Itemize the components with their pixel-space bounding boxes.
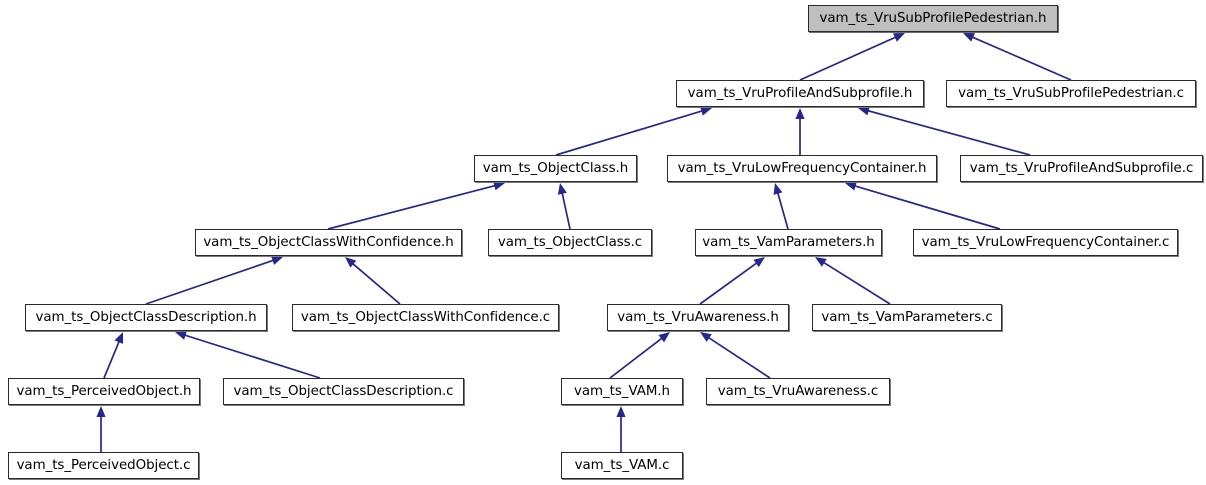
graph-node-label: vam_ts_PerceivedObject.c: [16, 457, 191, 473]
graph-node-vam-ts-perceivedobject-h[interactable]: vam_ts_PerceivedObject.h: [8, 378, 200, 405]
arrowhead-icon: [773, 183, 783, 195]
arrowhead-icon: [271, 256, 283, 265]
graph-edge-n14-to-n10: [103, 332, 124, 379]
arrowhead-icon: [795, 108, 805, 119]
graph-node-vam-ts-vamparameters-h[interactable]: vam_ts_VamParameters.h: [695, 229, 882, 256]
graph-node-vam-ts-vrusubprofilepedestrian-c[interactable]: vam_ts_VruSubProfilePedestrian.c: [946, 80, 1196, 107]
graph-node-vam-ts-objectclasswithconfidence-c[interactable]: vam_ts_ObjectClassWithConfidence.c: [292, 304, 559, 331]
arrowhead-icon: [700, 332, 712, 342]
arrowhead-icon: [616, 406, 626, 417]
graph-node-vam-ts-vam-h[interactable]: vam_ts_VAM.h: [561, 378, 683, 405]
arrowhead-icon: [96, 406, 106, 417]
graph-node-label: vam_ts_VruLowFrequencyContainer.h: [677, 160, 927, 176]
arrowhead-icon: [858, 106, 870, 116]
arrowhead-icon: [493, 181, 505, 191]
graph-node-label: vam_ts_ObjectClassWithConfidence.c: [300, 309, 551, 325]
graph-edge-n9-to-n4: [845, 181, 1001, 230]
arrowhead-icon: [658, 332, 670, 343]
graph-node-label: vam_ts_ObjectClass.h: [482, 160, 629, 176]
graph-edge-n13-to-n8: [815, 257, 891, 305]
graph-edge-n12-to-n8: [699, 257, 765, 305]
graph-node-label: vam_ts_ObjectClassDescription.c: [233, 383, 454, 399]
graph-edge-n11-to-n6: [345, 257, 401, 305]
graph-node-vam-ts-objectclassdescription-c[interactable]: vam_ts_ObjectClassDescription.c: [223, 378, 464, 405]
graph-edge-n5-to-n1: [858, 106, 1031, 156]
graph-edge-n8-to-n4: [773, 183, 789, 230]
graph-node-vam-ts-objectclass-c[interactable]: vam_ts_ObjectClass.c: [488, 229, 652, 256]
graph-edge-n15-to-n10: [175, 330, 321, 379]
graph-node-label: vam_ts_VamParameters.c: [821, 309, 993, 325]
graph-edge-n4-to-n1: [795, 108, 805, 155]
graph-edge-n18-to-n14: [96, 406, 106, 452]
graph-node-vam-ts-vruprofileandsubprofile-h[interactable]: vam_ts_VruProfileAndSubprofile.h: [676, 80, 924, 107]
graph-node-label: vam_ts_VAM.h: [574, 383, 670, 399]
arrowhead-icon: [753, 257, 765, 268]
arrowhead-icon: [345, 257, 357, 268]
arrowhead-icon: [845, 181, 857, 191]
graph-node-vam-ts-vrulowfrequencycontainer-c[interactable]: vam_ts_VruLowFrequencyContainer.c: [913, 229, 1178, 256]
graph-node-label: vam_ts_VAM.c: [574, 457, 670, 473]
graph-node-label: vam_ts_VruSubProfilePedestrian.c: [958, 85, 1184, 101]
graph-node-vam-ts-vruprofileandsubprofile-c[interactable]: vam_ts_VruProfileAndSubprofile.c: [960, 155, 1203, 182]
graph-node-label: vam_ts_VamParameters.h: [702, 234, 875, 250]
graph-node-label: vam_ts_ObjectClass.c: [497, 234, 643, 250]
graph-node-vam-ts-vruawareness-c[interactable]: vam_ts_VruAwareness.c: [706, 378, 890, 405]
graph-edge-n17-to-n12: [700, 332, 771, 379]
graph-node-vam-ts-vam-c[interactable]: vam_ts_VAM.c: [561, 452, 683, 479]
graph-edge-n6-to-n3: [327, 181, 505, 230]
graph-edge-n16-to-n12: [609, 332, 670, 379]
graph-node-vam-ts-vrulowfrequencycontainer-h[interactable]: vam_ts_VruLowFrequencyContainer.h: [667, 155, 937, 182]
graph-node-vam-ts-objectclassdescription-h[interactable]: vam_ts_ObjectClassDescription.h: [25, 304, 267, 331]
arrowhead-icon: [963, 33, 975, 42]
graph-edge-n10-to-n6: [145, 256, 283, 305]
graph-node-vam-ts-vruawareness-h[interactable]: vam_ts_VruAwareness.h: [607, 304, 789, 331]
arrowhead-icon: [114, 332, 124, 344]
graph-edge-n7-to-n3: [557, 183, 571, 230]
arrowhead-icon: [175, 330, 187, 340]
graph-node-label: vam_ts_ObjectClassWithConfidence.h: [203, 234, 454, 250]
graph-edge-n3-to-n1: [555, 106, 712, 156]
graph-node-label: vam_ts_ObjectClassDescription.h: [35, 309, 257, 325]
graph-node-vam-ts-vrusubprofilepedestrian-h[interactable]: vam_ts_VruSubProfilePedestrian.h: [808, 5, 1058, 32]
graph-node-label: vam_ts_VruLowFrequencyContainer.c: [921, 234, 1170, 250]
graph-node-label: vam_ts_PerceivedObject.h: [16, 383, 192, 399]
arrowhead-icon: [700, 106, 712, 116]
arrowhead-icon: [557, 183, 567, 195]
graph-node-vam-ts-objectclass-h[interactable]: vam_ts_ObjectClass.h: [474, 155, 637, 182]
graph-edge-n2-to-n0: [963, 33, 1072, 81]
arrowhead-icon: [815, 257, 827, 267]
graph-node-label: vam_ts_VruAwareness.h: [617, 309, 779, 325]
graph-node-label: vam_ts_VruProfileAndSubprofile.c: [969, 160, 1194, 176]
graph-node-label: vam_ts_VruSubProfilePedestrian.h: [819, 10, 1047, 26]
graph-node-vam-ts-perceivedobject-c[interactable]: vam_ts_PerceivedObject.c: [8, 452, 199, 479]
graph-node-label: vam_ts_VruProfileAndSubprofile.h: [687, 85, 913, 101]
graph-edge-n19-to-n16: [616, 406, 626, 452]
graph-node-label: vam_ts_VruAwareness.c: [717, 383, 879, 399]
graph-node-vam-ts-vamparameters-c[interactable]: vam_ts_VamParameters.c: [812, 304, 1002, 331]
graph-node-vam-ts-objectclasswithconfidence-h[interactable]: vam_ts_ObjectClassWithConfidence.h: [195, 229, 462, 256]
graph-edge-n1-to-n0: [799, 33, 905, 81]
arrowhead-icon: [893, 33, 905, 42]
